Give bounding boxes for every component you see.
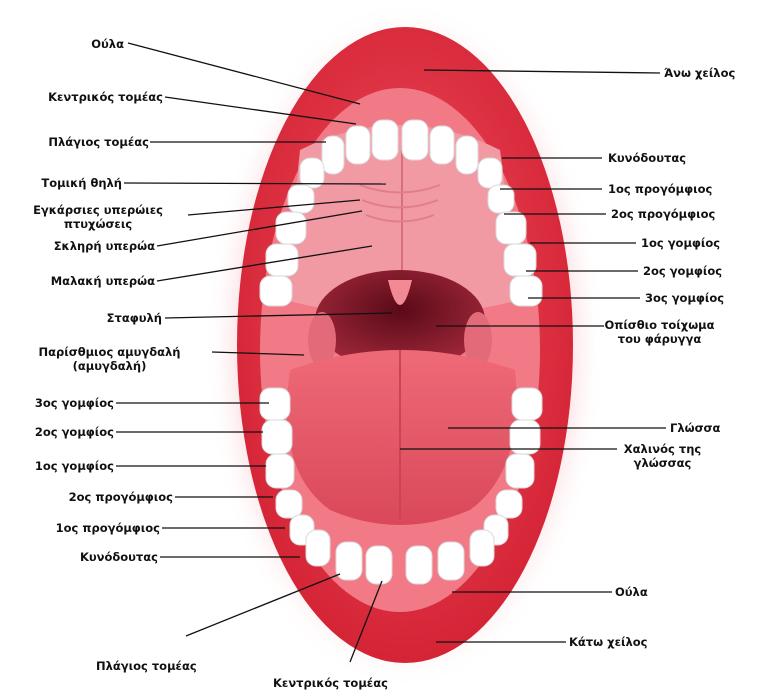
label-lateral-incisor-bottom: Πλάγιος τομέας (96, 659, 197, 673)
label-soft-palate: Μαλακή υπερώα (51, 274, 155, 288)
label-canine-top: Κυνόδουτας (608, 151, 686, 165)
label-upper-lip: Άνω χείλος (664, 66, 735, 80)
label-canine-bottom: Κυνόδουτας (80, 550, 158, 564)
label-third-molar-bottom: 3ος γομφίος (35, 396, 114, 410)
label-hard-palate: Σκληρή υπερώα (54, 239, 155, 253)
label-third-molar-top: 3ος γομφίος (645, 291, 724, 305)
label-central-incisor-bottom: Κεντρικός τομέας (273, 676, 388, 690)
label-lower-lip: Κάτω χείλος (569, 635, 647, 649)
label-tongue: Γλώσσα (670, 421, 720, 435)
label-palatine-tonsil: Παρίσθμιος αμυγδαλή (αμυγδαλή) (12, 345, 207, 373)
label-palatine-rugae: Εγκάρσιες υπερώιες πτυχώσεις (18, 203, 178, 231)
label-first-premolar-bottom: 1ος προγόμφιος (56, 521, 160, 535)
label-incisive-papilla: Τομική θηλή (41, 176, 122, 190)
label-lateral-incisor-top: Πλάγιος τομέας (48, 135, 149, 149)
label-second-molar-top: 2ος γομφίος (643, 264, 722, 278)
label-second-premolar-top: 2ος προγόμφιος (611, 207, 715, 221)
label-gums-bottom: Ούλα (615, 585, 648, 599)
label-first-premolar-top: 1ος προγόμφιος (608, 182, 712, 196)
label-second-premolar-bottom: 2ος προγόμφιος (69, 490, 173, 504)
label-lingual-frenulum: Χαλινός της γλώσσας (600, 442, 725, 470)
label-gums-top: Ούλα (91, 37, 124, 51)
label-first-molar-top: 1ος γομφίος (641, 236, 720, 250)
label-first-molar-bottom: 1ος γομφίος (35, 459, 114, 473)
tongue-shape (287, 350, 517, 525)
label-second-molar-bottom: 2ος γομφίος (35, 425, 114, 439)
label-central-incisor-top: Κεντρικός τομέας (48, 90, 163, 104)
label-posterior-pharyngeal-wall: Οπίσθιο τοίχωμα του φάρυγγα (597, 318, 722, 346)
label-uvula: Σταφυλή (107, 311, 162, 325)
